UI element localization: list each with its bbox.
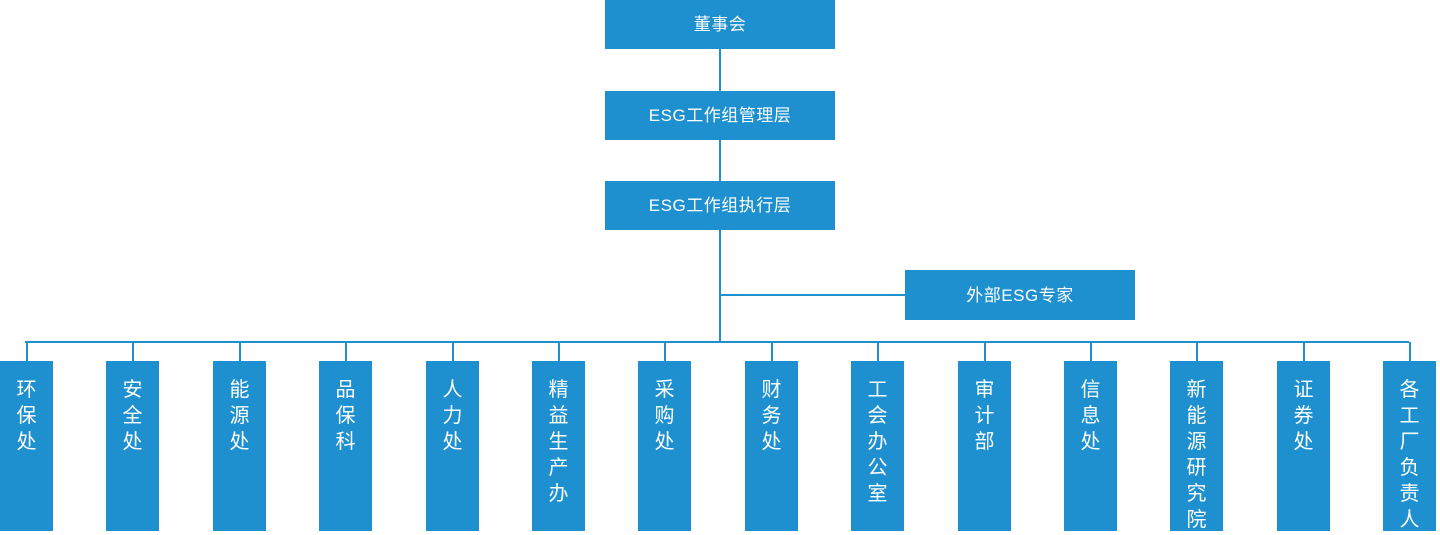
- connector-department-stub: [663, 342, 666, 362]
- node-department-label: 证 券 处: [1293, 379, 1314, 453]
- connector-board-to-management: [719, 49, 721, 91]
- connector-department-stub: [1408, 342, 1411, 362]
- node-department-label: 工 会 办 公 室: [867, 379, 888, 505]
- node-management-label: ESG工作组管理层: [648, 106, 792, 125]
- node-department-label: 人 力 处: [442, 379, 463, 453]
- node-board-label: 董事会: [693, 15, 747, 34]
- node-department-label: 财 务 处: [761, 379, 782, 453]
- connector-department-stub: [557, 342, 560, 362]
- connector-department-stub: [1089, 342, 1092, 362]
- connector-department-stub: [451, 342, 454, 362]
- node-department[interactable]: 各 工 厂 负 责 人: [1383, 361, 1436, 531]
- connector-execution-to-expert: [719, 294, 905, 296]
- connector-department-stub: [1302, 342, 1305, 362]
- connector-department-stub: [344, 342, 347, 362]
- node-department[interactable]: 审 计 部: [958, 361, 1011, 531]
- node-department-label: 各 工 厂 负 责 人: [1399, 379, 1420, 531]
- node-department[interactable]: 信 息 处: [1064, 361, 1117, 531]
- node-department-label: 新 能 源 研 究 院: [1186, 379, 1207, 531]
- connector-department-stub: [876, 342, 879, 362]
- node-department[interactable]: 安 全 处: [106, 361, 159, 531]
- node-esg-management-layer[interactable]: ESG工作组管理层: [605, 91, 835, 140]
- node-expert-label: 外部ESG专家: [966, 285, 1074, 305]
- node-department[interactable]: 环 保 处: [0, 361, 53, 531]
- node-department[interactable]: 采 购 处: [638, 361, 691, 531]
- node-external-esg-expert[interactable]: 外部ESG专家: [905, 270, 1135, 320]
- connector-department-stub: [25, 342, 28, 362]
- node-department-label: 信 息 处: [1080, 379, 1101, 453]
- node-esg-execution-layer[interactable]: ESG工作组执行层: [605, 181, 835, 230]
- node-department-label: 环 保 处: [16, 379, 37, 453]
- node-execution-label: ESG工作组执行层: [648, 196, 792, 215]
- connector-department-stub: [983, 342, 986, 362]
- node-department-label: 能 源 处: [229, 379, 250, 453]
- connector-department-stub: [1195, 342, 1198, 362]
- connector-execution-main-stem: [719, 230, 721, 343]
- connector-department-bus: [25, 341, 1409, 343]
- connector-department-stub: [238, 342, 241, 362]
- node-department-label: 采 购 处: [654, 379, 675, 453]
- node-department[interactable]: 证 券 处: [1277, 361, 1330, 531]
- node-department[interactable]: 财 务 处: [745, 361, 798, 531]
- connector-management-to-execution: [719, 140, 721, 181]
- node-department[interactable]: 品 保 科: [319, 361, 372, 531]
- node-department[interactable]: 能 源 处: [213, 361, 266, 531]
- node-department[interactable]: 新 能 源 研 究 院: [1170, 361, 1223, 531]
- connector-department-stub: [131, 342, 134, 362]
- node-department-label: 品 保 科: [335, 379, 356, 453]
- node-department[interactable]: 精 益 生 产 办: [532, 361, 585, 531]
- connector-department-stub: [770, 342, 773, 362]
- node-department-label: 审 计 部: [974, 379, 995, 453]
- node-department-label: 精 益 生 产 办: [548, 379, 569, 505]
- node-department-label: 安 全 处: [122, 379, 143, 453]
- node-board-of-directors[interactable]: 董事会: [605, 0, 835, 49]
- node-department[interactable]: 工 会 办 公 室: [851, 361, 904, 531]
- node-department[interactable]: 人 力 处: [426, 361, 479, 531]
